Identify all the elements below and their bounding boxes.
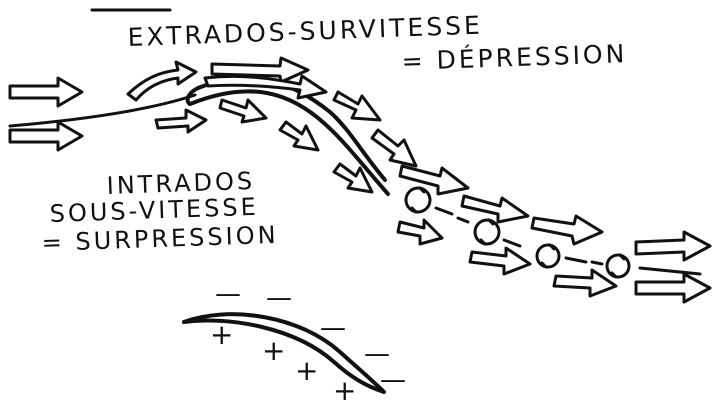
vortex-2	[473, 218, 501, 246]
incoming-arrow-2	[8, 120, 84, 152]
upper-arrow-2	[210, 56, 310, 84]
plus-sign-3: +	[295, 354, 321, 387]
upper-arrow-5	[370, 128, 418, 168]
wake-lower-arrow-2	[468, 246, 532, 276]
plus-sign-2: +	[262, 334, 288, 367]
plus-sign-4: +	[333, 374, 359, 407]
small-airfoil-lower	[182, 318, 386, 394]
wake-dashes	[434, 206, 702, 276]
small-airfoil-upper	[182, 312, 386, 394]
wake-lower-arrow-1	[396, 218, 444, 246]
streamline-upper	[8, 93, 197, 128]
upper-arrow-1	[126, 60, 198, 102]
wing-profile-lower	[188, 89, 390, 196]
wake-arrow-4	[634, 230, 712, 262]
vortex-1	[404, 186, 432, 214]
incoming-arrow-1	[8, 76, 84, 108]
minus-sign-5: —	[380, 365, 409, 395]
minus-sign-3: —	[320, 313, 349, 343]
minus-sign-4: —	[364, 339, 393, 369]
lower-arrow-2	[218, 98, 268, 124]
minus-sign-2: —	[266, 283, 295, 313]
wake-lower-arrow-3	[552, 268, 618, 298]
depression-label: = DÉPRESSION	[401, 39, 628, 76]
lower-arrow-1	[154, 108, 208, 134]
vortex-4	[605, 253, 631, 279]
upper-arrow-3	[203, 74, 328, 100]
lower-arrow-4	[332, 162, 374, 194]
upper-arrow-4	[332, 90, 382, 122]
minus-sign-1: —	[215, 279, 244, 309]
intrados-label: INTRADOS	[106, 167, 255, 200]
wake-arrow-2	[460, 194, 530, 224]
plus-sign-1: +	[210, 318, 236, 351]
wake-arrow-1	[398, 164, 470, 196]
wake-arrow-5	[634, 272, 712, 304]
lower-arrow-3	[278, 120, 320, 152]
wake-arrow-3	[530, 214, 604, 246]
vortex-3	[535, 243, 561, 269]
